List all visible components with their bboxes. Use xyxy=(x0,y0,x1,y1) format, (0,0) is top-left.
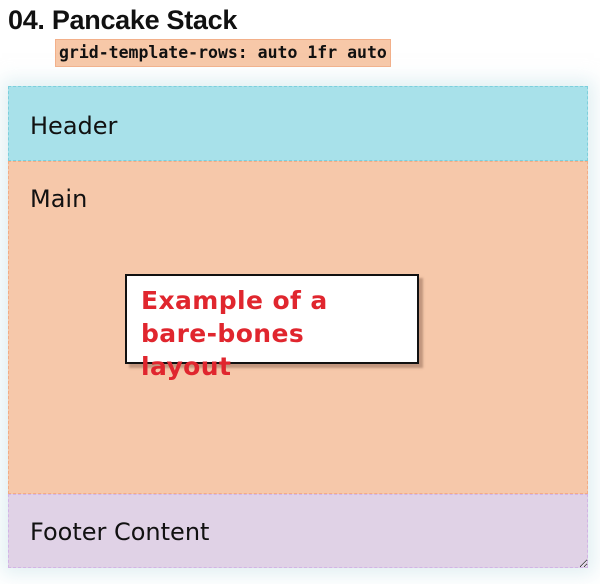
main-section: Main Example of a bare-bones layout xyxy=(8,161,588,494)
footer-section: Footer Content xyxy=(8,494,588,568)
header-section: Header xyxy=(8,86,588,161)
header-label: Header xyxy=(30,112,118,140)
resize-handle-icon[interactable] xyxy=(580,560,587,567)
footer-label: Footer Content xyxy=(30,518,210,546)
callout-line-1: Example of a xyxy=(141,286,328,315)
pancake-stack-container[interactable]: Header Main Example of a bare-bones layo… xyxy=(8,86,588,568)
page-title: 04. Pancake Stack xyxy=(8,5,238,35)
callout-box: Example of a bare-bones layout xyxy=(125,274,419,381)
callout-line-2: bare-bones layout xyxy=(141,319,305,381)
code-snippet: grid-template-rows: auto 1fr auto xyxy=(55,39,391,67)
main-label: Main xyxy=(30,185,88,213)
